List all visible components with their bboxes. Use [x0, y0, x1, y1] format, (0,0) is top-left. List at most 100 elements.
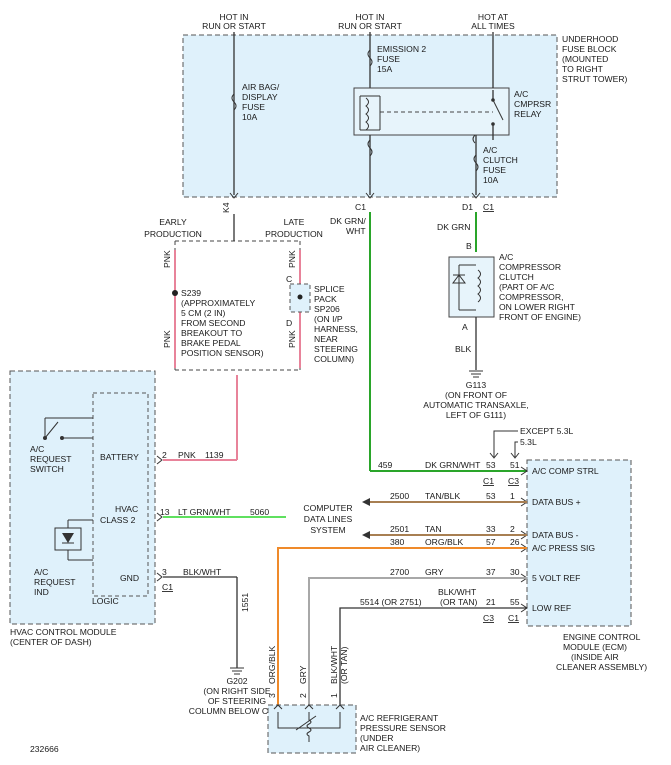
hvac-gnd-label: GND: [120, 573, 139, 583]
label-class2-circuit: 5060: [250, 507, 269, 517]
svg-text:BREAKOUT TO: BREAKOUT TO: [181, 328, 242, 338]
svg-text:RELAY: RELAY: [514, 109, 542, 119]
svg-text:TO RIGHT: TO RIGHT: [562, 64, 604, 74]
ecm-row-label: A/C COMP STRL: [532, 466, 599, 476]
svg-text:COMPRESSOR,: COMPRESSOR,: [499, 292, 563, 302]
label-dk-grn-wht: DK GRN/ WHT: [330, 216, 366, 236]
svg-text:PRESSURE SENSOR: PRESSURE SENSOR: [360, 723, 446, 733]
label-gnd-color: BLK/WHT: [183, 567, 222, 577]
ecm-row-circuit: 2501: [390, 524, 409, 534]
clutch-coil-icon: [477, 269, 481, 303]
ac-refrigerant-pressure-sensor: [267, 704, 357, 754]
power-label-hot-all-times: HOT AT ALL TIMES: [471, 12, 515, 31]
logic-label: LOGIC: [92, 596, 119, 606]
label-gnd-circuit: 1551: [240, 593, 250, 612]
sensor-pin-color2: (OR TAN): [339, 646, 349, 684]
sensor-pin-number: 3: [267, 693, 277, 698]
ecm-row-circuit: 2500: [390, 491, 409, 501]
clutch-label: A/C COMPRESSOR CLUTCH (PART OF A/C COMPR…: [499, 252, 581, 322]
splice-pin-c: C: [286, 274, 292, 284]
conn-gnd: C1: [162, 582, 173, 592]
ecm-row-pin2: 26: [510, 537, 520, 547]
sensor-pin-number: 2: [298, 693, 308, 698]
ac-request-ind-label: A/C REQUEST IND: [34, 567, 76, 597]
relay-label: A/C CMPRSR RELAY: [514, 89, 551, 119]
splice-pack-label: SPLICE PACK SP206 (ON I/P HARNESS, NEAR …: [314, 284, 358, 364]
engine-control-module: [526, 459, 632, 627]
svg-text:PRODUCTION: PRODUCTION: [265, 229, 323, 239]
ac-request-indicator-icon: [54, 519, 93, 561]
svg-text:(ON RIGHT SIDE: (ON RIGHT SIDE: [203, 686, 270, 696]
splice-dot-s239: [172, 290, 178, 296]
power-label-hot-run-start-2: HOT IN RUN OR START: [338, 12, 402, 31]
svg-text:(PART OF A/C: (PART OF A/C: [499, 282, 554, 292]
svg-text:(ON FRONT OF: (ON FRONT OF: [445, 390, 507, 400]
svg-text:FROM SECOND: FROM SECOND: [181, 318, 245, 328]
svg-text:(APPROXIMATELY: (APPROXIMATELY: [181, 298, 255, 308]
ecm-row-pin2: 55: [510, 597, 520, 607]
label-pnk-late-bottom: PNK: [287, 330, 297, 348]
label-battery-circuit: 1139: [205, 450, 224, 460]
svg-text:SP206: SP206: [314, 304, 340, 314]
ecm-row-pin2: 51: [510, 460, 520, 470]
ecm-row-pin2: 1: [510, 491, 515, 501]
clutch-pin-a: A: [462, 322, 468, 332]
svg-text:CLASS 2: CLASS 2: [100, 515, 136, 525]
svg-text:UNDERHOOD: UNDERHOOD: [562, 34, 618, 44]
fuse-icon-emission: [367, 49, 373, 67]
sensor-pin-color: GRY: [298, 665, 308, 684]
svg-text:COMPUTER: COMPUTER: [303, 503, 352, 513]
svg-text:CMPRSR: CMPRSR: [514, 99, 551, 109]
svg-text:FRONT OF ENGINE): FRONT OF ENGINE): [499, 312, 581, 322]
pin-battery: 2: [162, 450, 167, 460]
label-pnk-late-top: PNK: [287, 250, 297, 268]
pin-class2: 13: [160, 507, 170, 517]
pin-c1-right: C1: [483, 202, 494, 212]
ecm-conn-top-2: C3: [508, 476, 519, 486]
late-production-label: LATE PRODUCTION: [265, 217, 323, 239]
svg-text:RUN OR START: RUN OR START: [202, 21, 266, 31]
pin-k4: K4: [221, 202, 231, 213]
svg-text:A/C: A/C: [34, 567, 48, 577]
svg-text:(MOUNTED: (MOUNTED: [562, 54, 608, 64]
svg-text:WHT: WHT: [346, 226, 366, 236]
svg-text:10A: 10A: [483, 175, 499, 185]
svg-text:DISPLAY: DISPLAY: [242, 92, 278, 102]
svg-text:HOT AT: HOT AT: [478, 12, 509, 22]
svg-text:ENGINE CONTROL: ENGINE CONTROL: [563, 632, 641, 642]
svg-text:REQUEST: REQUEST: [34, 577, 76, 587]
svg-text:AIR CLEANER): AIR CLEANER): [360, 743, 420, 753]
ecm-conn-bottom-1: C3: [483, 613, 494, 623]
svg-text:A/C REFRIGERANT: A/C REFRIGERANT: [360, 713, 439, 723]
computer-data-lines-label: COMPUTER DATA LINES SYSTEM: [303, 503, 352, 535]
relay-coil-icon: [365, 97, 369, 131]
ecm-pin-arrow: [520, 466, 528, 476]
svg-text:COLUMN BELOW C201): COLUMN BELOW C201): [189, 706, 286, 716]
svg-text:HVAC: HVAC: [115, 504, 138, 514]
ac-compressor-clutch: [448, 256, 495, 318]
label-blk-clutch: BLK: [455, 344, 472, 354]
svg-text:FUSE: FUSE: [483, 165, 506, 175]
except-label: EXCEPT 5.3L 5.3L: [520, 426, 574, 447]
g113-label: G113 (ON FRONT OF AUTOMATIC TRANSAXLE, L…: [423, 380, 529, 420]
ecm-row-color: TAN: [425, 524, 442, 534]
pin-gnd: 3: [162, 567, 167, 577]
label-pnk-early-bottom: PNK: [162, 330, 172, 348]
svg-text:PACK: PACK: [314, 294, 337, 304]
svg-text:A/C: A/C: [30, 444, 44, 454]
pin-c1-left: C1: [355, 202, 366, 212]
svg-text:(INSIDE AIR: (INSIDE AIR: [571, 652, 619, 662]
fuse-icon-clutch: [473, 154, 479, 172]
ground-icon-g113: [469, 370, 483, 378]
emission-fuse-label: EMISSION 2 FUSE 15A: [377, 44, 426, 74]
hvac-class2-label: HVAC CLASS 2: [100, 504, 138, 525]
ecm-row-color: TAN/BLK: [425, 491, 460, 501]
svg-text:ON LOWER RIGHT: ON LOWER RIGHT: [499, 302, 576, 312]
svg-text:CLUTCH: CLUTCH: [499, 272, 534, 282]
